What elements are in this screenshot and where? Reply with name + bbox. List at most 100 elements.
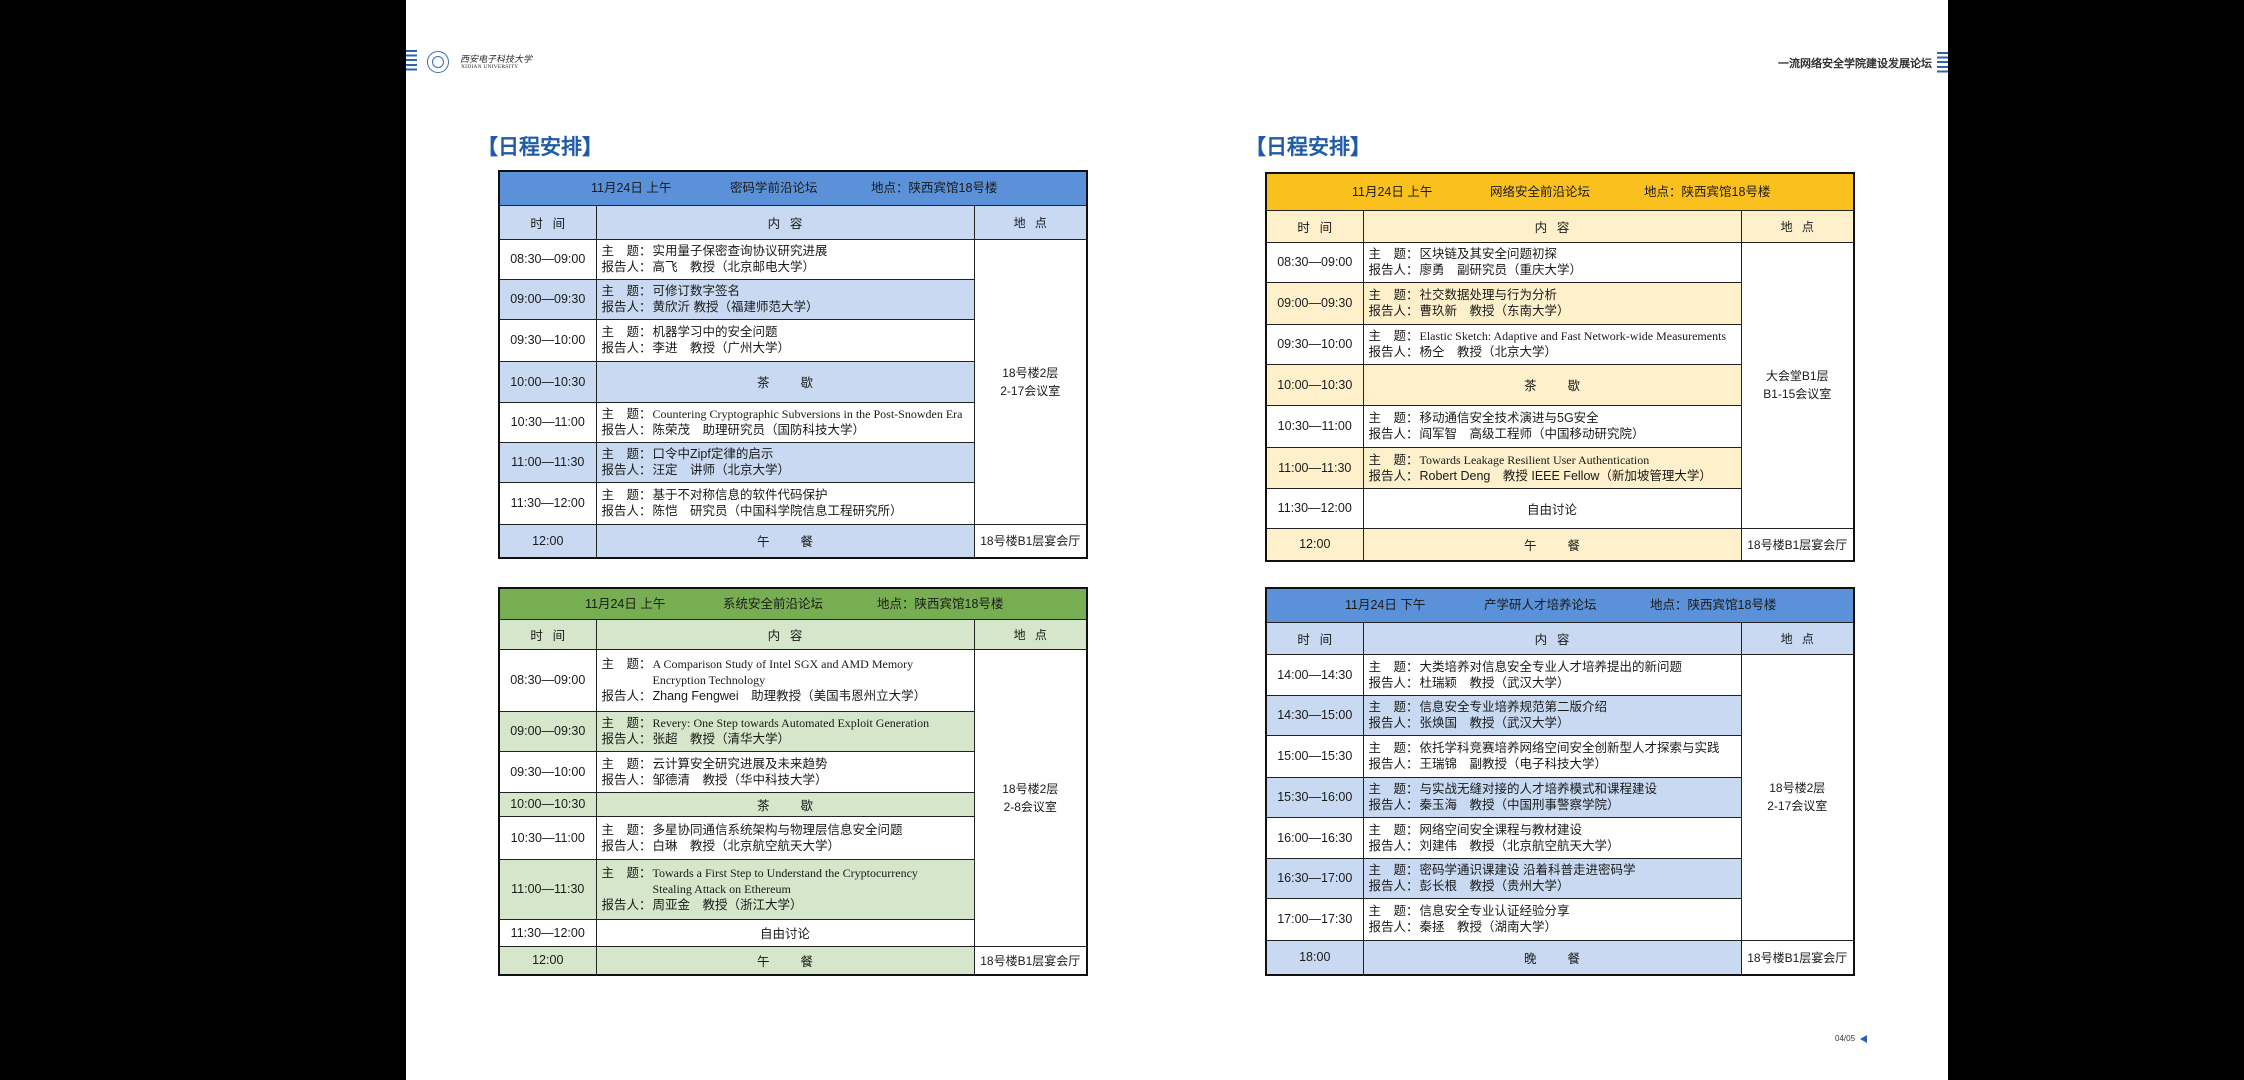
left-triangle-icon [1860,1035,1867,1043]
topic-title: 网络空间安全课程与教材建设 [1419,822,1583,837]
topic-label: 主 题： [1368,741,1419,755]
topic-label: 主 题： [1368,822,1419,837]
schedule-title-bar: 11月24日 下午 产学研人才培养论坛 地点：陕西宾馆18号楼 [1267,589,1853,623]
topic-title: Revery: One Step towards Automated Explo… [652,716,930,730]
speaker-name: 白琳 教授（北京航空航天大学） [652,838,841,853]
topic-title: Encryption Technology [652,673,766,687]
speaker-label: 报告人： [1368,675,1419,690]
topic-line: 主 题：信息安全专业认证经验分享 [1369,903,1741,919]
column-header-location: 地 点 [973,206,1086,240]
schedule-venue: 地点：陕西宾馆18号楼 [1650,598,1777,612]
topic-line: 主 题：社交数据处理与行为分析 [1369,287,1741,303]
topic-title: 云计算安全研究进展及未来趋势 [652,756,828,771]
topic-label: 主 题： [601,488,652,502]
speaker-label: 报告人： [601,898,652,912]
session-time: 15:30—16:00 [1267,776,1364,818]
session-content: 主 题：可修订数字签名报告人：黄欣沂 教授（福建师范大学） [595,278,975,320]
meal-cell: 午 餐 [1362,527,1742,560]
topic-label: 主 题： [601,716,652,730]
session-time: 16:30—17:00 [1267,857,1364,899]
speaker-name: 杜瑞颖 教授（武汉大学） [1419,675,1570,690]
topic-title: Elastic Sketch: Adaptive and Fast Networ… [1419,329,1727,343]
schedule-section-title-right: 【日程安排】 [1245,136,1371,159]
topic-line: 主 题：云计算安全研究进展及未来趋势 [602,756,974,772]
session-content: 主 题：云计算安全研究进展及未来趋势报告人：邹德清 教授（华中科技大学） [595,750,975,793]
room-line: 18号楼2层 [1002,781,1059,796]
schedule-date: 11月24日 下午 [1345,598,1426,612]
speaker-name: 汪定 讲师（北京大学） [652,463,791,477]
session-time: 09:30—10:00 [500,750,597,793]
speaker-line: 报告人：阎军智 高级工程师（中国移动研究院） [1369,426,1741,442]
topic-title: 口令中Zipf定律的启示 [652,447,774,461]
session-content: 主 题：Towards a First Step to Understand t… [595,858,975,920]
meal-label: 晚 餐 [1524,951,1580,966]
speaker-line: 报告人：刘建伟 教授（北京航空航天大学） [1369,838,1741,854]
meal-time: 12:00 [1267,527,1364,560]
topic-label: 主 题： [601,325,652,339]
session-time: 09:00—09:30 [1267,281,1364,325]
session-content: 自由讨论 [1362,487,1742,529]
meal-label: 午 餐 [1524,538,1580,553]
speaker-label: 报告人： [601,772,652,787]
speaker-label: 报告人： [601,300,652,314]
meal-location: 18号楼B1层宴会厅 [973,945,1086,974]
session-content: 茶 歇 [595,791,975,817]
speaker-label: 报告人： [1368,427,1419,441]
column-header-row: 时 间内 容地 点 [500,620,1086,650]
topic-label: 主 题： [601,822,652,837]
room-line: 2-17会议室 [1000,383,1061,398]
room-line: 18号楼2层 [1002,365,1059,380]
schedule-title-bar: 11月24日 上午密码学前沿论坛地点：陕西宾馆18号楼 [500,172,1086,206]
session-time: 10:00—10:30 [500,791,597,817]
topic-label: 主 题： [601,284,652,298]
topic-line: 主 题：Countering Cryptographic Subversions… [602,406,974,422]
topic-line: 主 题：信息安全专业培养规范第二版介绍 [1369,699,1741,715]
header-stripes-right-icon [1937,52,1948,75]
topic-line: 主 题：Elastic Sketch: Adaptive and Fast Ne… [1369,328,1741,344]
speaker-label: 报告人： [601,260,652,274]
session-content: 主 题：社交数据处理与行为分析报告人：曹玖新 教授（东南大学） [1362,281,1742,325]
schedule-venue: 地点：陕西宾馆18号楼 [877,597,1004,611]
speaker-name: 高飞 教授（北京邮电大学） [652,260,816,274]
schedule-forum: 产学研人才培养论坛 [1484,598,1597,612]
logo-name-en: XIDIAN UNIVERSITY [461,64,519,70]
session-time: 11:30—12:00 [500,481,597,525]
topic-label: 主 题： [601,447,652,461]
session-content: 茶 歇 [595,360,975,403]
speaker-line: 报告人：Zhang Fengwei 助理教授（美国韦恩州立大学） [602,688,974,704]
speaker-label: 报告人： [1368,838,1419,853]
topic-title: 区块链及其安全问题初探 [1419,247,1558,261]
topic-label: 主 题： [1368,411,1419,425]
speaker-name: 周亚金 教授（浙江大学） [652,898,803,912]
speaker-line: 报告人：张超 教授（清华大学） [602,731,974,747]
column-header-time: 时 间 [1267,623,1364,655]
session-content: 自由讨论 [595,918,975,947]
speaker-label: 报告人： [1368,263,1419,277]
speaker-label: 报告人： [601,732,652,746]
column-header-location: 地 点 [1740,211,1853,243]
session-content: 主 题：依托学科竞赛培养网络空间安全创新型人才探索与实践报告人：王瑞锦 副教授（… [1362,734,1742,778]
room-line: 2-17会议室 [1767,799,1828,813]
column-header-content: 内 容 [1362,211,1742,243]
session-note: 茶 歇 [757,798,813,813]
topic-label: 主 题： [601,657,652,671]
topic-line: 主 题：网络空间安全课程与教材建设 [1369,822,1741,838]
session-content: 茶 歇 [1362,363,1742,406]
session-time: 11:00—11:30 [1267,446,1364,489]
speaker-label: 报告人： [601,463,652,477]
speaker-name: Robert Deng 教授 IEEE Fellow（新加坡管理大学） [1419,468,1712,483]
topic-line: 主 题：大类培养对信息安全专业人才培养提出的新问题 [1369,659,1741,675]
session-content: 主 题：Countering Cryptographic Subversions… [595,401,975,443]
